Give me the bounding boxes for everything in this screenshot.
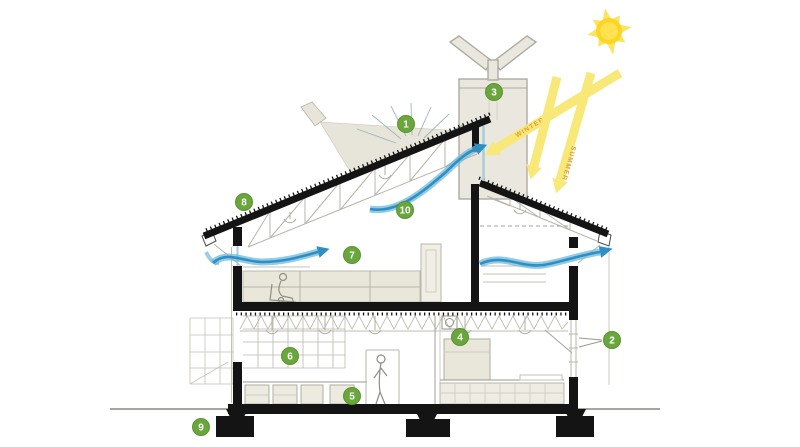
airflow-arrows <box>204 143 613 269</box>
marker-circle <box>603 331 621 349</box>
marker-7: 7 <box>343 246 361 264</box>
numbered-markers: 1 2 3 4 5 6 7 8 9 10 <box>192 83 621 436</box>
marker-circle <box>281 347 299 365</box>
structure-black <box>202 111 610 437</box>
door-frame <box>365 349 400 404</box>
marker-circle <box>396 201 414 219</box>
solar: WINTER SUMMER <box>485 8 632 194</box>
marker-circle <box>451 328 469 346</box>
interior-linework <box>189 138 603 405</box>
right-wall-window <box>569 320 578 377</box>
marker-number: 7 <box>349 251 355 262</box>
marker-circle <box>192 418 210 436</box>
marker-5: 5 <box>343 387 361 405</box>
marker-8: 8 <box>235 193 253 211</box>
rainwater-downspouts <box>201 230 612 403</box>
marker-9: 9 <box>192 418 210 436</box>
standing-person <box>373 354 388 405</box>
marker-2: 2 <box>603 331 621 349</box>
marker-3: 3 <box>485 83 503 101</box>
ventilation-tower <box>448 35 538 200</box>
marker-circle <box>235 193 253 211</box>
glazing <box>236 126 578 377</box>
marker-number: 3 <box>491 88 497 99</box>
marker-circle <box>343 387 361 405</box>
marker-10: 10 <box>396 201 414 219</box>
marker-number: 4 <box>457 333 463 344</box>
airflow-upper-floor-inlet <box>204 246 330 266</box>
marker-number: 10 <box>399 206 411 217</box>
marker-circle <box>343 246 361 264</box>
marker-number: 2 <box>609 336 615 347</box>
marker-1: 1 <box>397 115 415 133</box>
tower-cap <box>448 35 538 81</box>
summer-sun-ray-1 <box>526 75 562 180</box>
marker-4: 4 <box>451 328 469 346</box>
airflow-upper-floor-outlet <box>478 246 613 269</box>
marker-number: 9 <box>198 423 204 434</box>
pendant-lights-upper <box>283 166 527 224</box>
sun-icon <box>587 8 632 55</box>
marker-number: 8 <box>241 198 247 209</box>
marker-circle <box>485 83 503 101</box>
summer-sun-ray-2: SUMMER <box>552 71 596 194</box>
marker-number: 1 <box>403 120 409 131</box>
marker-6: 6 <box>281 347 299 365</box>
marker-number: 5 <box>349 392 355 403</box>
seated-person <box>269 272 297 304</box>
marker-number: 6 <box>287 352 293 363</box>
airflow-roof-cavity <box>369 143 488 214</box>
marker-circle <box>397 115 415 133</box>
